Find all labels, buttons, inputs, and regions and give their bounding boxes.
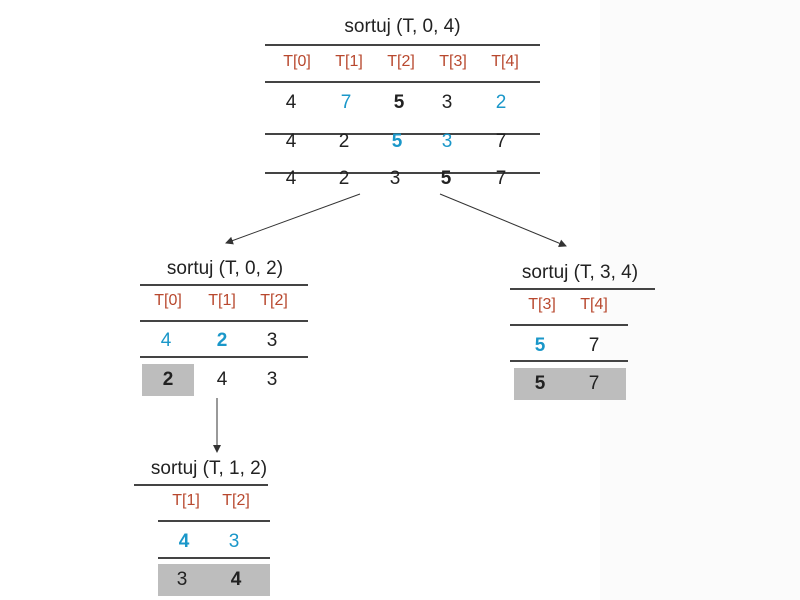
rule [158, 557, 270, 559]
value-cell: 4 [178, 531, 190, 552]
rule [134, 484, 268, 486]
value-cell: 4 [230, 569, 242, 590]
rule [510, 288, 655, 290]
value-cell: 3 [441, 92, 453, 113]
value-cell: 4 [285, 92, 297, 113]
header-cell: T[4] [491, 53, 519, 70]
value-cell: 3 [176, 569, 188, 590]
value-cell: 5 [391, 131, 403, 152]
value-cell: 5 [440, 168, 452, 189]
value-cell: 5 [393, 92, 405, 113]
highlight-cell [142, 364, 194, 396]
value-cell: 7 [495, 168, 507, 189]
node-title: sortuj (T, 3, 4) [521, 262, 639, 283]
arrow-root-to-left [225, 193, 361, 245]
header-cell: T[1] [208, 292, 236, 309]
header-cell: T[0] [154, 292, 182, 309]
node-left: sortuj (T, 0, 2) T[0] T[1] T[2] 4 2 3 2 … [140, 258, 310, 398]
value-cell: 3 [266, 330, 278, 351]
value-cell: 2 [216, 330, 228, 351]
value-cell: 3 [228, 531, 240, 552]
value-cell: 7 [495, 131, 507, 152]
value-cell: 5 [534, 335, 546, 356]
node-title: sortuj (T, 1, 2) [150, 458, 268, 479]
rule [140, 284, 308, 286]
header-cell: T[2] [387, 53, 415, 70]
value-cell: 7 [340, 92, 352, 113]
value-cell: 4 [216, 369, 228, 390]
value-cell: 7 [588, 373, 600, 394]
arrow-root-to-right [439, 193, 567, 248]
highlight-cell [514, 368, 626, 400]
rule [158, 520, 270, 522]
value-cell: 4 [160, 330, 172, 351]
rule [140, 320, 308, 322]
highlight-cell [158, 564, 270, 596]
rule [510, 360, 628, 362]
rule [265, 44, 540, 46]
value-cell: 2 [338, 131, 350, 152]
header-cell: T[2] [260, 292, 288, 309]
value-cell: 2 [495, 92, 507, 113]
header-cell: T[1] [172, 492, 200, 509]
header-cell: T[3] [439, 53, 467, 70]
value-cell: 3 [266, 369, 278, 390]
rule [265, 81, 540, 83]
node-title: sortuj (T, 0, 2) [166, 258, 284, 279]
header-cell: T[2] [222, 492, 250, 509]
node-root: sortuj (T, 0, 4) T[0] T[1] T[2] T[3] T[4… [265, 16, 540, 196]
header-cell: T[3] [528, 296, 556, 313]
value-cell: 7 [588, 335, 600, 356]
rule [265, 172, 540, 174]
node-bottom: sortuj (T, 1, 2) T[1] T[2] 4 3 3 4 [134, 458, 284, 598]
node-title: sortuj (T, 0, 4) [344, 16, 461, 37]
value-cell: 4 [285, 131, 297, 152]
header-cell: T[0] [283, 53, 311, 70]
node-right: sortuj (T, 3, 4) T[3] T[4] 5 7 5 7 [500, 262, 660, 402]
value-cell: 4 [285, 168, 297, 189]
background-page-area [600, 0, 800, 600]
value-cell: 3 [389, 168, 401, 189]
value-cell: 3 [441, 131, 453, 152]
header-cell: T[4] [580, 296, 608, 313]
value-cell: 2 [162, 369, 174, 390]
value-cell: 5 [534, 373, 546, 394]
rule [510, 324, 628, 326]
header-cell: T[1] [335, 53, 363, 70]
rule [140, 356, 308, 358]
rule [265, 133, 540, 135]
value-cell: 2 [338, 168, 350, 189]
